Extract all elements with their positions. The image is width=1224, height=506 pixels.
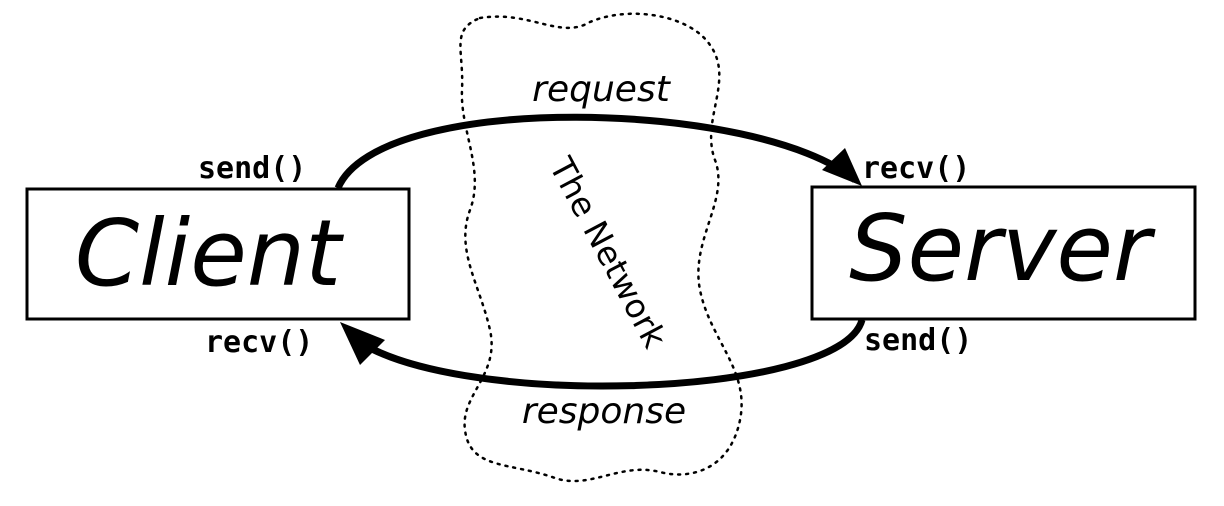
client-recv-label: recv() [205, 325, 313, 360]
server-box [810, 185, 1197, 321]
client-send-label: send() [198, 151, 306, 186]
response-label: response [522, 391, 686, 432]
client-label: Client [75, 200, 344, 307]
server-label: Server [849, 195, 1156, 302]
response-arrow [347, 318, 866, 390]
request-arrowhead [822, 148, 862, 186]
server-recv-label: recv() [862, 151, 970, 186]
server-send-label: send() [864, 323, 972, 358]
client-box [25, 187, 411, 321]
request-arrow [334, 113, 858, 190]
request-label: request [532, 69, 672, 110]
network-cloud-outline [459, 12, 743, 483]
network-label: The Network [541, 150, 675, 355]
response-arrowhead [340, 322, 385, 365]
